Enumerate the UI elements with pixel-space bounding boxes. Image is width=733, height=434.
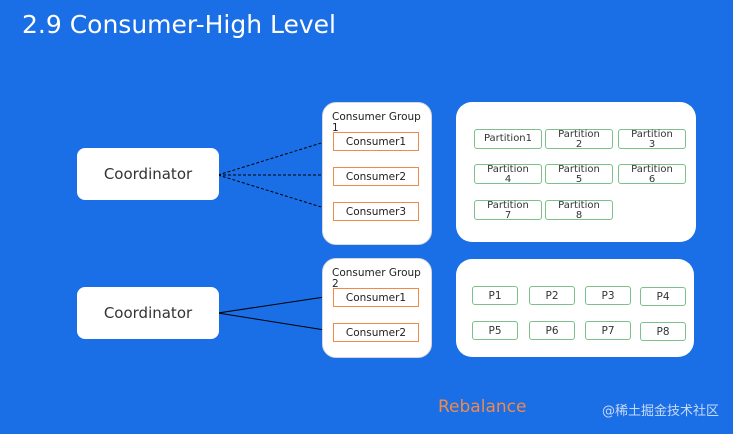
consumer-group-1: Consumer Group 1 Consumer1 Consumer2 Con… <box>322 102 432 245</box>
p5: P5 <box>472 321 518 340</box>
group2-consumer2: Consumer2 <box>333 323 419 342</box>
p7: P7 <box>585 321 631 340</box>
partition-5-label: Partition <box>558 164 600 175</box>
p8: P8 <box>640 322 686 341</box>
watermark: @稀土掘金技术社区 <box>601 404 719 419</box>
partition-1-label: Partition1 <box>483 133 533 144</box>
partition-4: Partition 4 <box>474 164 542 185</box>
arrow-coord2-consumer2 <box>217 312 332 334</box>
partition-1: Partition1 <box>474 129 542 149</box>
partition-3: Partition 3 <box>618 129 686 150</box>
partition-3-label: Partition <box>631 129 673 140</box>
partition-8-number: 8 <box>575 210 583 221</box>
partition-2: Partition 2 <box>545 129 613 150</box>
group1-consumer1: Consumer1 <box>333 132 419 151</box>
slide-title: 2.9 Consumer-High Level <box>22 10 337 39</box>
partition-7-number: 7 <box>504 210 512 221</box>
consumer-group-2-label-line2: 2 <box>332 278 339 290</box>
arrow-coord2-consumer1 <box>217 293 332 314</box>
partition-7-label: Partition <box>487 200 529 211</box>
group2-consumer1: Consumer1 <box>333 288 419 307</box>
partition-4-number: 4 <box>504 174 512 185</box>
consumer-group-2-label-line1: Consumer Group <box>332 267 421 279</box>
consumer-group-2-label: Consumer Group 2 <box>332 268 421 290</box>
partition-6: Partition 6 <box>618 164 686 185</box>
p3: P3 <box>585 286 631 305</box>
arrow-coord1-consumer3 <box>217 174 332 212</box>
partition-8: Partition 8 <box>545 200 613 221</box>
consumer-group-1-label: Consumer Group 1 <box>332 112 421 134</box>
p4: P4 <box>640 287 686 306</box>
p6: P6 <box>529 321 575 340</box>
partition-6-number: 6 <box>648 174 656 185</box>
consumer-group-1-label-line1: Consumer Group <box>332 111 421 123</box>
group1-consumer2: Consumer2 <box>333 167 419 186</box>
rebalance-label: Rebalance <box>438 397 527 417</box>
group1-consumer3: Consumer3 <box>333 202 419 221</box>
consumer-group-1-label-line2: 1 <box>332 122 339 134</box>
partition-5-number: 5 <box>575 174 583 185</box>
partition-3-number: 3 <box>648 139 656 150</box>
partitions-box-2: P1 P2 P3 P4 P5 P6 P7 P8 <box>456 259 694 357</box>
partitions-box-1: Partition1 Partition 2 Partition 3 Parti… <box>456 102 696 242</box>
consumer-group-2: Consumer Group 2 Consumer1 Consumer2 <box>322 258 432 358</box>
p1: P1 <box>472 286 518 305</box>
coordinator-2: Coordinator <box>77 287 219 339</box>
partition-2-label: Partition <box>558 129 600 140</box>
p2: P2 <box>529 286 575 305</box>
partition-2-number: 2 <box>575 139 583 150</box>
arrow-coord1-consumer1 <box>217 138 332 176</box>
partition-5: Partition 5 <box>545 164 613 185</box>
partition-6-label: Partition <box>631 164 673 175</box>
coordinator-1: Coordinator <box>77 148 219 200</box>
partition-4-label: Partition <box>487 164 529 175</box>
partition-8-label: Partition <box>558 200 600 211</box>
partition-7: Partition 7 <box>474 200 542 221</box>
